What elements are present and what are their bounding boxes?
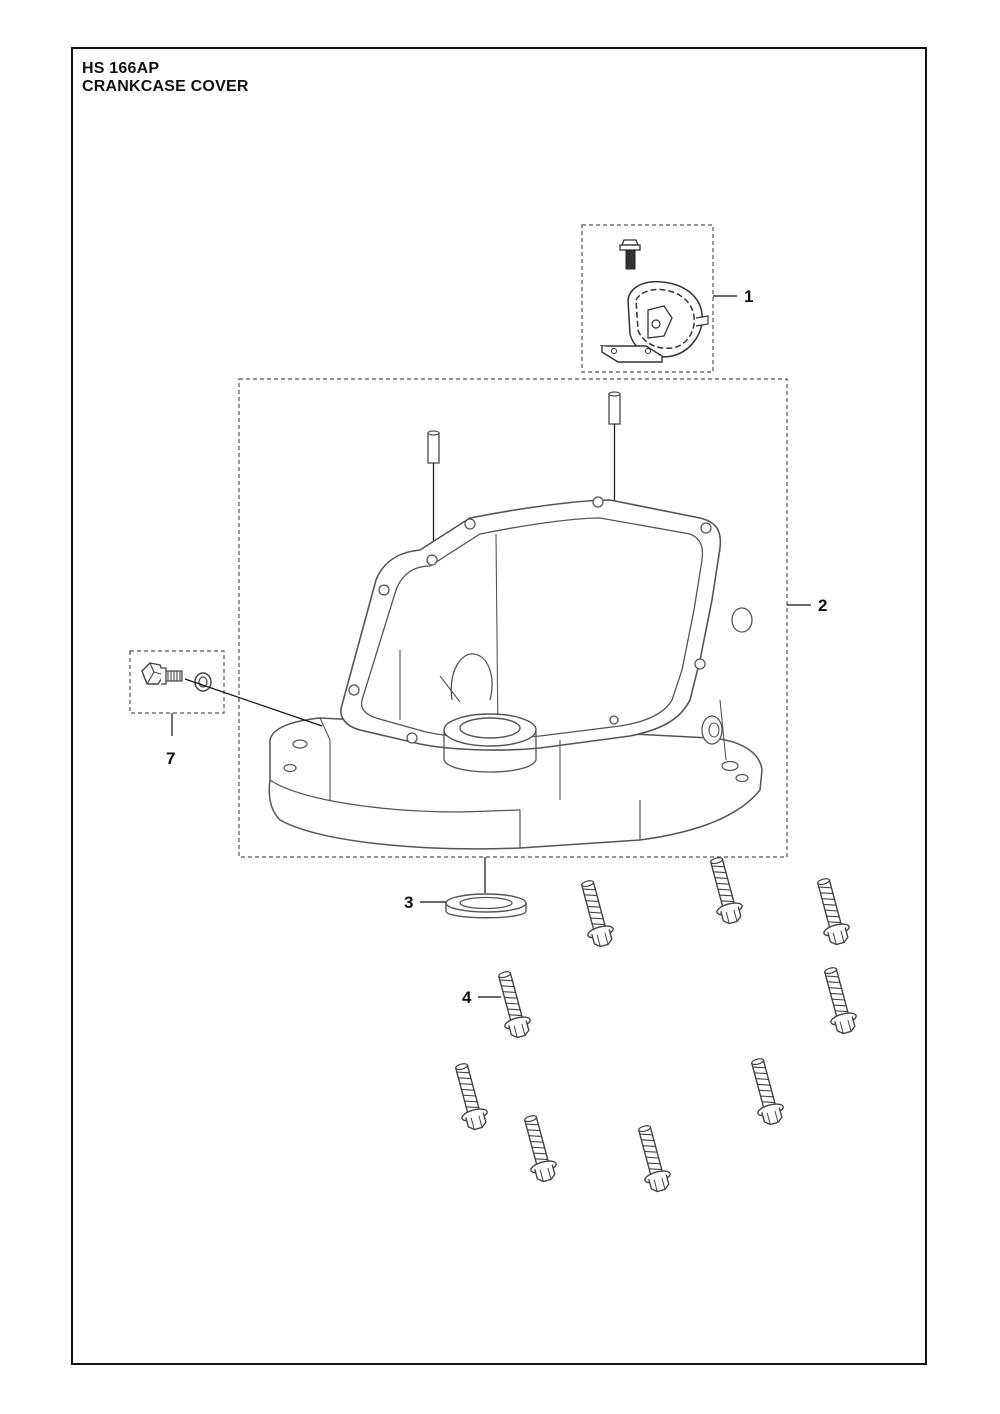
part-1-stator — [599, 280, 709, 363]
part-2-crankcase-cover — [238, 378, 788, 858]
model-title: HS 166AP — [82, 60, 160, 77]
flange-bolt — [490, 968, 535, 1041]
flange-bolt — [516, 1112, 561, 1185]
callout-3: 3 — [404, 893, 413, 912]
part-7-drain-plug — [129, 650, 225, 714]
page-border — [71, 47, 927, 1365]
flange-bolt — [447, 1060, 492, 1133]
callout-2: 2 — [818, 596, 827, 615]
flange-bolt — [573, 877, 618, 950]
part-3-oil-seal — [445, 893, 527, 919]
flange-bolt — [816, 964, 861, 1037]
part-1-coil-assembly — [581, 224, 714, 373]
callout-7: 7 — [166, 749, 175, 768]
dowel-pin-left — [427, 430, 440, 560]
flange-bolt — [630, 1122, 675, 1195]
callout-4: 4 — [462, 988, 472, 1007]
section-title: CRANKCASE COVER — [82, 78, 249, 95]
flange-bolt — [809, 875, 854, 948]
flange-bolt — [743, 1055, 788, 1128]
diagram-title-block: HS 166AP CRANKCASE COVER — [82, 60, 249, 96]
callout-1: 1 — [744, 287, 753, 306]
leader-line-7-to-cover — [184, 678, 323, 727]
part-1-screw — [619, 239, 641, 270]
flange-bolt — [702, 854, 747, 927]
